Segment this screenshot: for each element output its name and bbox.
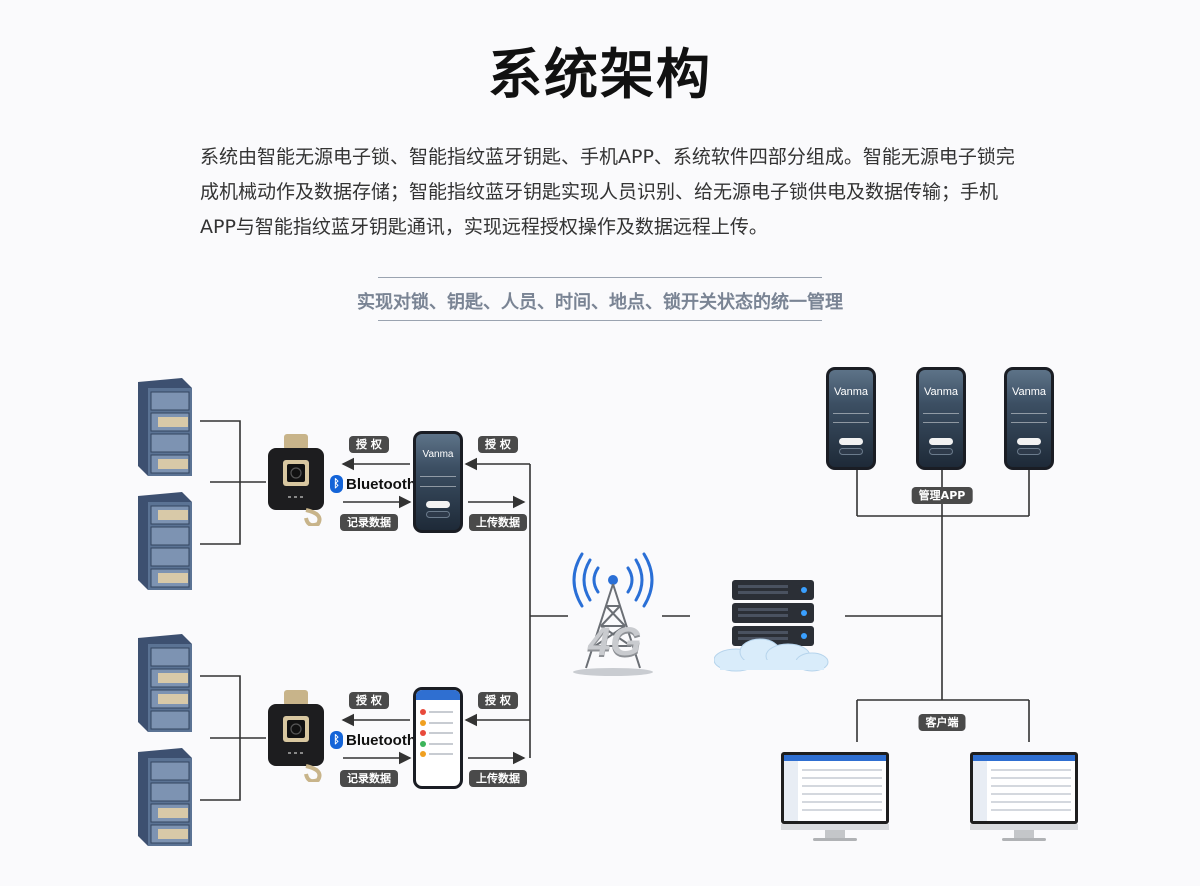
cell-tower-icon <box>572 552 654 676</box>
authorize-tag: 授 权 <box>349 692 389 709</box>
file-cabinet-icon <box>138 634 192 732</box>
client-tag: 客户端 <box>918 714 966 731</box>
brand-label: Vanma <box>422 449 454 461</box>
architecture-diagram: 授 权 ᛒ Bluetooth ® 记录数据 授 权 ᛒ Bluetooth ®… <box>0 340 1200 886</box>
subtitle-line-top <box>378 277 822 278</box>
authorize-tag: 授 权 <box>478 436 518 453</box>
upload-data-tag: 上传数据 <box>469 770 527 787</box>
intro-text: 系统由智能无源电子锁、智能指纹蓝牙钥匙、手机APP、系统软件四部分组成。智能无源… <box>200 146 1015 238</box>
brand-label: Vanma <box>1011 385 1047 398</box>
cloud-icon <box>714 638 829 672</box>
file-cabinet-icon <box>138 748 192 846</box>
subtitle-line-bottom <box>378 320 822 321</box>
record-data-tag: 记录数据 <box>340 514 398 531</box>
authorize-tag: 授 权 <box>478 692 518 709</box>
file-cabinet-icon <box>138 492 192 590</box>
bluetooth-logo: ᛒ Bluetooth ® <box>330 475 424 493</box>
bluetooth-label: Bluetooth <box>346 731 416 749</box>
file-cabinet-icon <box>138 378 192 476</box>
admin-app-tag: 管理APP <box>911 487 973 504</box>
phone-icon <box>413 687 463 789</box>
subtitle: 实现对锁、钥匙、人员、时间、地点、锁开关状态的统一管理 <box>357 292 843 313</box>
fingerprint-key-icon <box>268 690 324 782</box>
server-icon <box>714 580 829 672</box>
record-data-tag: 记录数据 <box>340 770 398 787</box>
fingerprint-key-icon <box>268 434 324 526</box>
bluetooth-label: Bluetooth <box>346 475 416 493</box>
upload-data-tag: 上传数据 <box>469 514 527 531</box>
bluetooth-icon: ᛒ <box>330 475 343 493</box>
connector-lines <box>200 420 1030 801</box>
phone-icon: Vanma <box>413 431 463 533</box>
brand-label: Vanma <box>923 385 959 398</box>
bluetooth-logo: ᛒ Bluetooth ® <box>330 731 424 749</box>
phone-icon: Vanma <box>826 367 876 470</box>
authorize-tag: 授 权 <box>349 436 389 453</box>
phone-icon: Vanma <box>916 367 966 470</box>
phone-icon: Vanma <box>1004 367 1054 470</box>
brand-label: Vanma <box>833 385 869 398</box>
bluetooth-icon: ᛒ <box>330 731 343 749</box>
page-title: 系统架构 <box>488 43 712 106</box>
network-label: 4G <box>588 620 642 664</box>
